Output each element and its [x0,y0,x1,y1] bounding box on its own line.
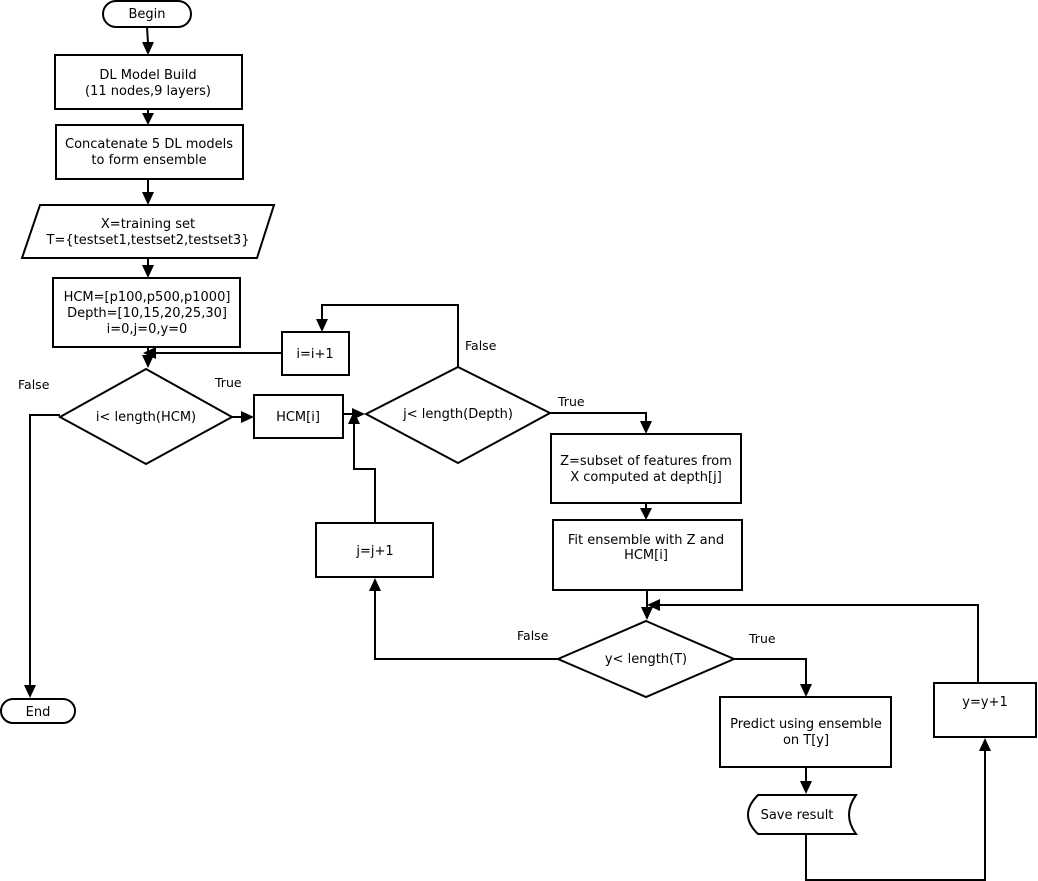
decision-y-label: y< length(T) [605,652,687,667]
arrowhead [640,421,652,434]
fit-ensemble-line2: HCM[i] [624,548,668,563]
init-line1: HCM=[p100,p500,p1000] [64,290,231,305]
edge-cond-y-true-to-predict [734,658,807,685]
arrowhead [142,355,154,368]
decision-y: y< length(T) [555,619,737,699]
end-terminal: End [0,698,76,724]
arrowhead [143,347,156,359]
predict-line1: Predict using ensemble [730,717,882,732]
decision-j-true-label: True [557,394,585,409]
edges [24,26,991,881]
decision-i-label: i< length(HCM) [96,410,196,425]
arrowhead [142,113,154,125]
hcm-select-process: HCM[i] [253,394,344,439]
fit-ensemble-line1: Fit ensemble with Z and [568,533,724,548]
init-line3: i=0,j=0,y=0 [107,322,188,337]
arrowhead [640,508,652,520]
input-line2: T={testset1,testset2,testset3} [46,233,250,248]
decision-j-label: j< length(Depth) [402,407,513,422]
arrowhead [24,685,36,698]
concatenate-line2: to form ensemble [91,153,206,168]
hcm-select-label: HCM[i] [276,410,320,425]
increment-i-process: i=i+1 [281,331,350,376]
edge-cond-y-false-to-inc-j [374,590,558,660]
arrowhead [142,42,154,55]
increment-j-process: j=j+1 [315,522,434,578]
end-label: End [26,705,51,720]
predict-line2: on T[y] [783,733,829,748]
edge-begin-to-build [146,26,149,44]
edge-labels: True False True False True False [18,338,776,646]
arrowhead [142,192,154,205]
concatenate-process: Concatenate 5 DL models to form ensemble [55,124,244,180]
model-build-line1: DL Model Build [99,68,196,83]
arrowhead [979,738,991,751]
arrowhead [142,265,154,278]
edge-cond-j-false-to-inc-i [321,304,459,367]
edge-inc-y-to-cond-y [659,604,979,683]
init-line2: Depth=[10,15,20,25,30] [67,306,227,321]
arrowhead [641,607,653,620]
increment-i-label: i=i+1 [296,347,333,362]
increment-y-label: y=y+1 [962,695,1007,710]
arrowhead [800,684,812,697]
decision-j-false-label: False [465,338,497,353]
decision-j: j< length(Depth) [363,365,553,465]
subset-line1: Z=subset of features from [560,454,732,469]
arrowhead [316,319,328,332]
input-data-node: X=training set T={testset1,testset2,test… [20,204,276,259]
decision-y-true-label: True [748,631,776,646]
predict-process: Predict using ensemble on T[y] [719,696,892,768]
begin-label: Begin [128,7,165,22]
model-build-process: DL Model Build (11 nodes,9 layers) [54,54,243,110]
save-result-storage: Save result [747,794,858,835]
decision-i: i< length(HCM) [57,367,235,466]
decision-y-false-label: False [517,628,549,643]
arrowhead [647,599,660,611]
increment-y-process: y=y+1 [933,682,1037,738]
edge-cond-j-true-to-subset [550,412,647,422]
init-process: HCM=[p100,p500,p1000] Depth=[10,15,20,25… [52,277,241,348]
subset-line2: X computed at depth[j] [570,470,722,485]
fit-ensemble-process: Fit ensemble with Z and HCM[i] [552,519,743,591]
arrowhead [348,411,360,424]
input-line1: X=training set [101,217,195,232]
increment-j-label: j=j+1 [355,544,393,559]
edge-inc-j-to-cond-j [353,423,376,523]
arrowhead [241,411,254,423]
decision-i-true-label: True [214,375,242,390]
concatenate-line1: Concatenate 5 DL models [65,137,233,152]
save-result-label: Save result [761,808,834,823]
model-build-line2: (11 nodes,9 layers) [85,84,211,99]
arrowhead [800,781,812,794]
begin-terminal: Begin [102,0,192,28]
edge-cond-i-false-to-end [29,414,60,686]
subset-process: Z=subset of features from X computed at … [550,433,742,504]
arrowhead [369,578,381,591]
edge-save-to-inc-y [805,750,986,881]
decision-i-false-label: False [18,377,50,392]
